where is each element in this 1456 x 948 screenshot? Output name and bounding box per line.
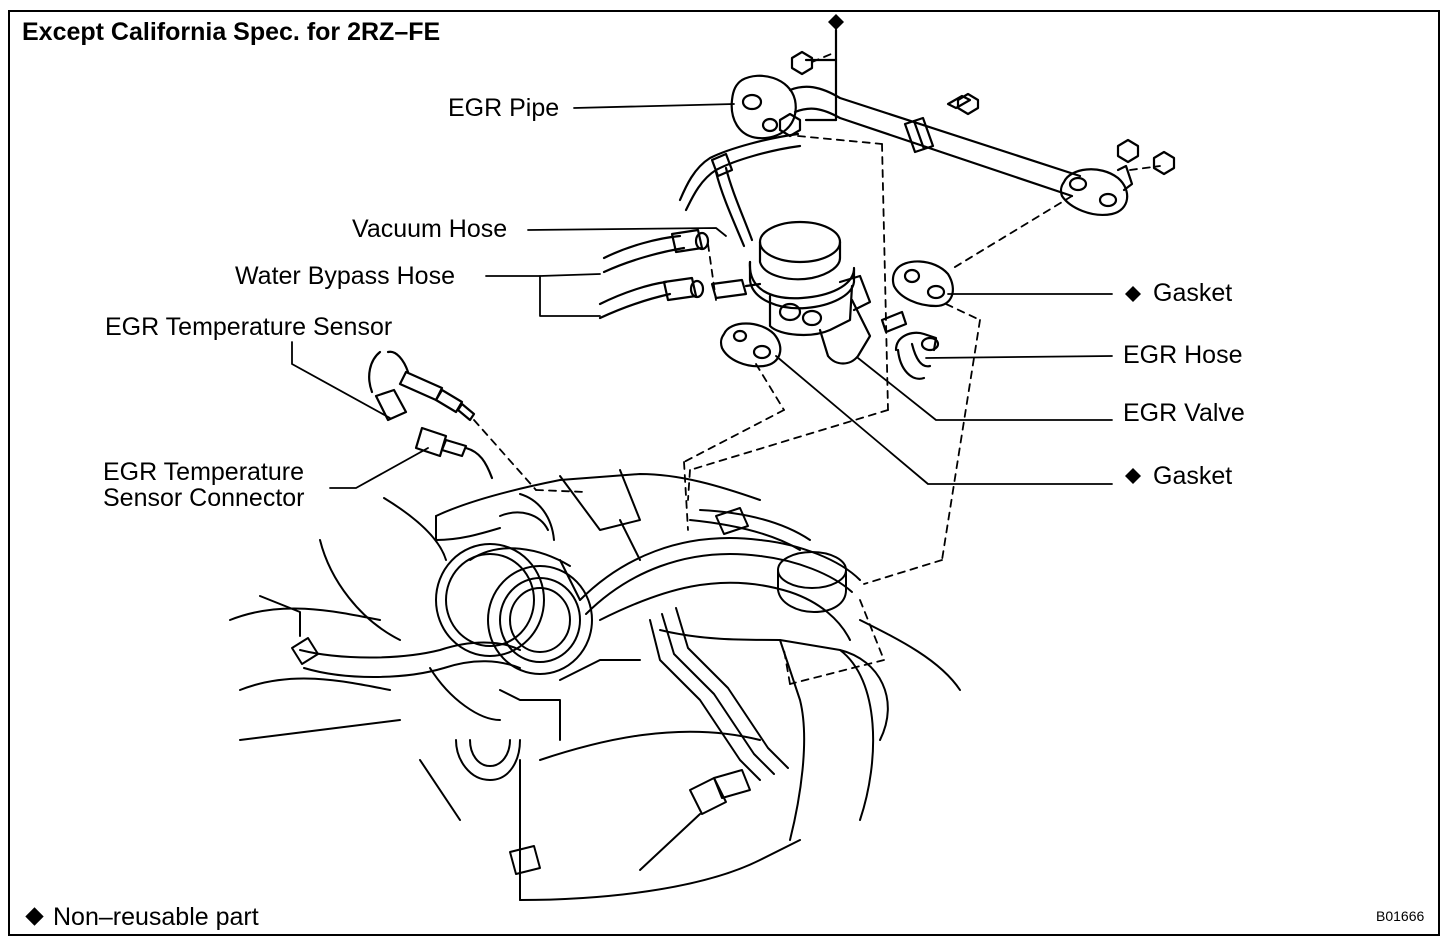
diamond-icon: [25, 907, 44, 926]
label-gasket-lower: Gasket: [1153, 462, 1233, 490]
egr-pipe: [730, 50, 1176, 216]
legend: Non–reusable part: [25, 903, 259, 931]
gasket-lower-diamond: [1125, 468, 1141, 484]
water-bypass-hose: [598, 228, 710, 320]
egr-temperature-sensor: [368, 350, 476, 422]
vacuum-hose: [678, 132, 802, 248]
egr-valve: [710, 220, 872, 365]
label-water-bypass-hose: Water Bypass Hose: [235, 262, 455, 290]
diagram-title: Except California Spec. for 2RZ–FE: [22, 18, 441, 46]
label-vacuum-hose: Vacuum Hose: [352, 215, 508, 243]
gasket-upper: [891, 260, 954, 308]
engine-body: [229, 469, 961, 901]
legend-text: Non–reusable part: [53, 903, 259, 931]
leader-lines: [291, 103, 1113, 489]
top-nonreusable-marker: [804, 14, 844, 122]
label-egr-hose: EGR Hose: [1123, 341, 1243, 369]
label-egr-temperature-sensor: EGR Temperature Sensor: [105, 313, 393, 341]
diagram-frame: [8, 10, 1440, 936]
gasket-upper-diamond: [1125, 286, 1141, 302]
figure-code: B01666: [1376, 908, 1425, 924]
gasket-lower: [719, 322, 782, 368]
label-egr-pipe: EGR Pipe: [448, 94, 560, 122]
assembly-dash-lines: [473, 51, 1161, 685]
label-egr-temp-sensor-connector-line1: EGR Temperature: [103, 458, 305, 486]
label-gasket-upper: Gasket: [1153, 279, 1233, 307]
egr-temperature-sensor-connector: [414, 426, 494, 480]
egr-hose: [880, 310, 940, 380]
label-egr-valve: EGR Valve: [1123, 399, 1245, 427]
label-egr-temp-sensor-connector-line2: Sensor Connector: [103, 484, 305, 512]
